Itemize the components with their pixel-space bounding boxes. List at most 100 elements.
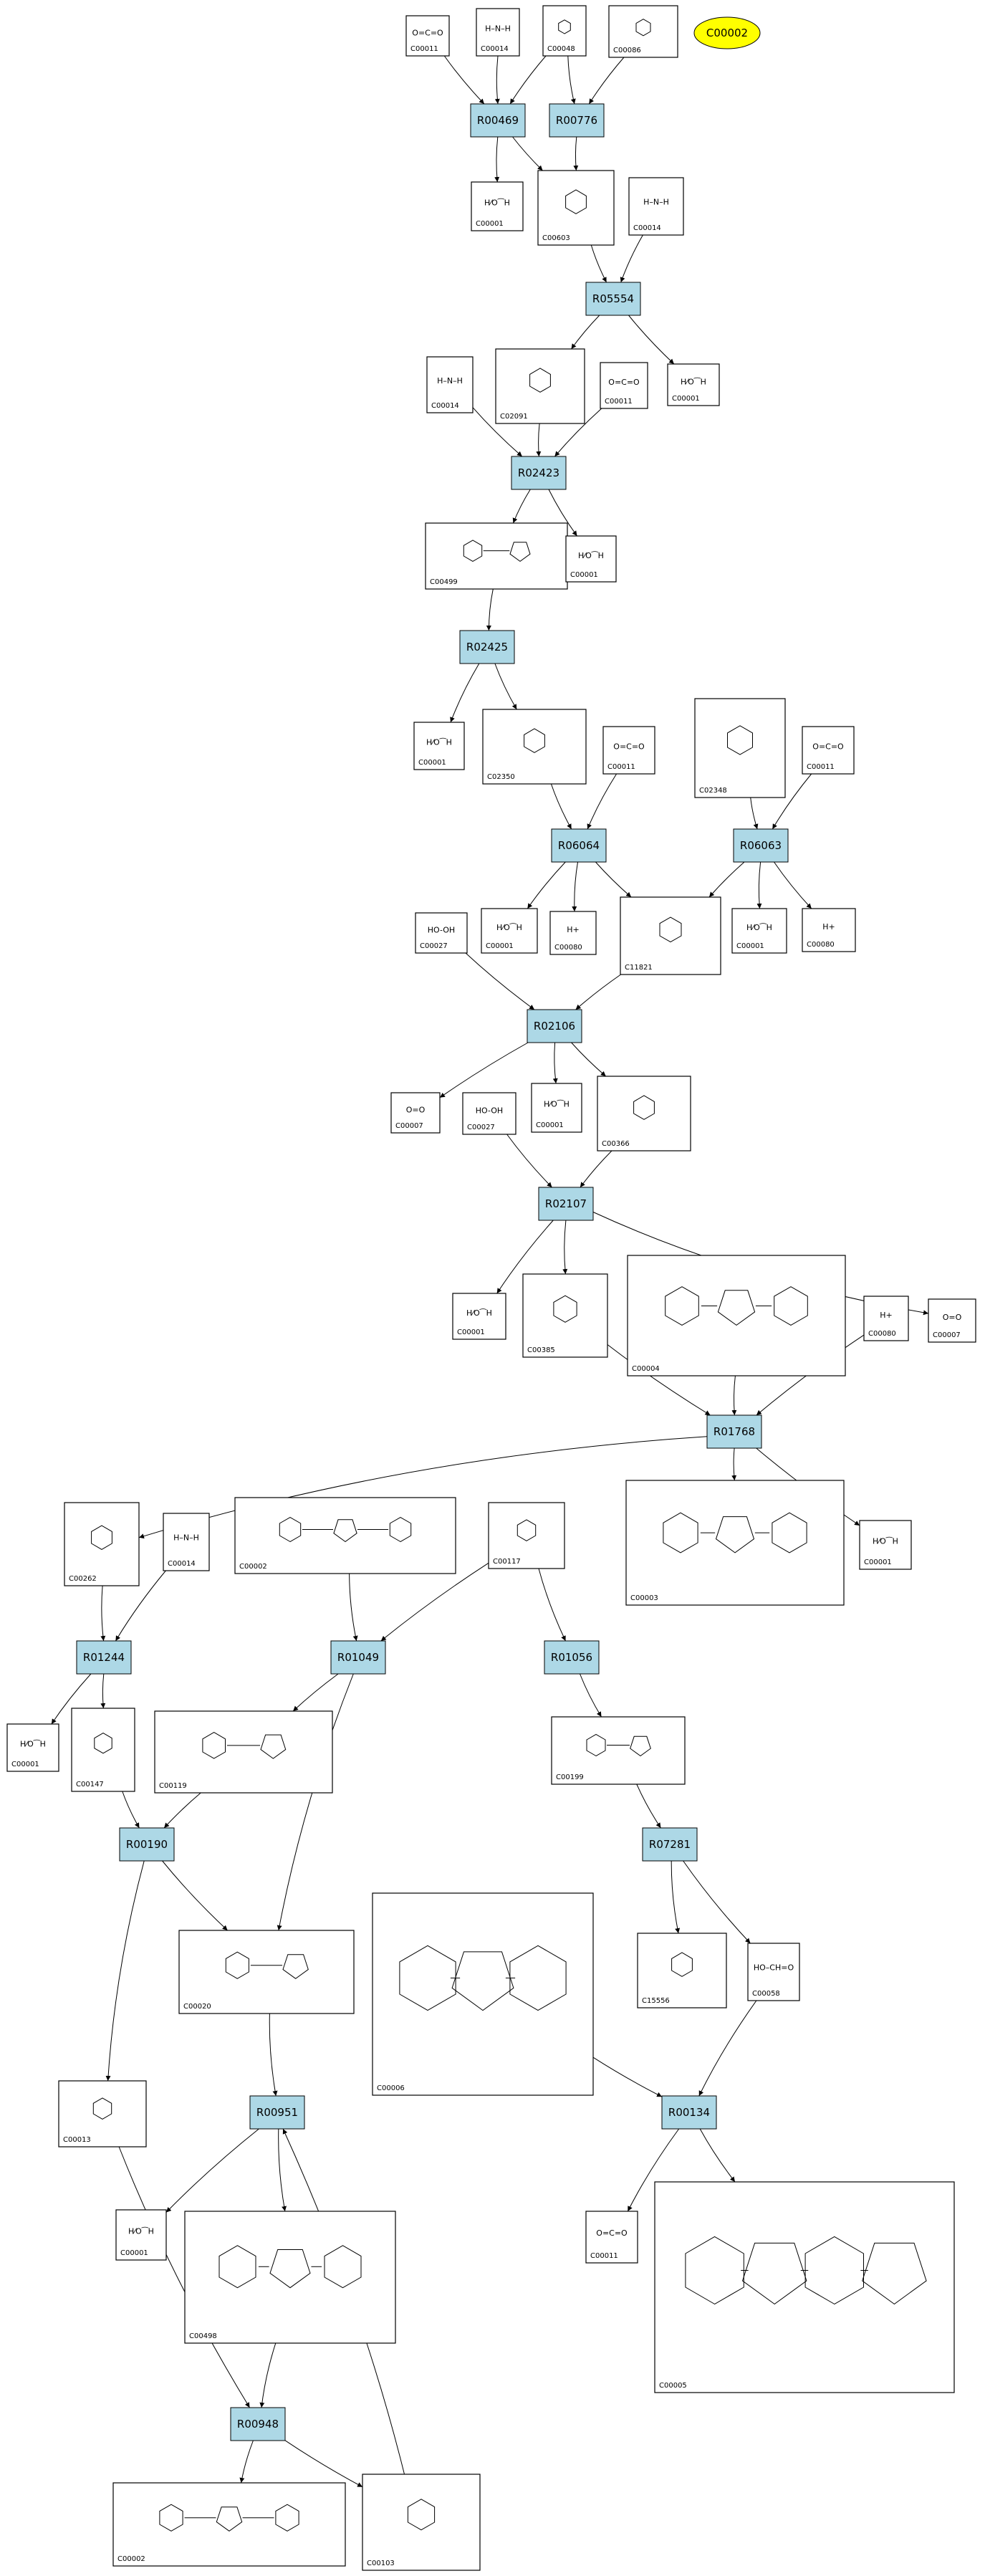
reaction-label: R00776 <box>556 114 597 127</box>
compound-box <box>602 726 655 775</box>
reaction-node[interactable]: R02106 <box>527 1009 582 1043</box>
compound-node[interactable]: H+C00080 <box>549 911 597 955</box>
compound-node[interactable]: C00002 <box>112 2482 346 2567</box>
compound-node[interactable]: C00117 <box>488 1502 565 1569</box>
structure-glyph: H⁄O⁀H <box>873 1537 898 1546</box>
structure-glyph: H+ <box>822 922 835 932</box>
reaction-node[interactable]: R00948 <box>230 2407 286 2441</box>
compound-node[interactable]: H+C00080 <box>863 1296 909 1341</box>
compound-box <box>415 912 468 954</box>
reaction-box <box>511 456 567 490</box>
compound-node[interactable]: C00013 <box>58 2080 147 2148</box>
legend-ellipse[interactable] <box>693 16 761 49</box>
reaction-label: R00948 <box>237 2418 279 2431</box>
compound-node[interactable]: C00385 <box>522 1273 608 1358</box>
structure-ring <box>553 1295 577 1323</box>
reaction-label: R02106 <box>534 1020 575 1033</box>
reaction-node[interactable]: R00469 <box>470 103 526 138</box>
reaction-node[interactable]: R01244 <box>76 1640 132 1675</box>
edge-arrow <box>380 1562 489 1642</box>
reaction-node[interactable]: R02423 <box>511 456 567 490</box>
reaction-node[interactable]: R02107 <box>538 1187 594 1221</box>
reaction-node[interactable]: R02425 <box>459 630 515 664</box>
structure-ring <box>727 725 753 755</box>
reaction-node[interactable]: R01049 <box>330 1640 386 1675</box>
compound-node[interactable]: C00498 <box>184 2211 396 2344</box>
reaction-node[interactable]: R01768 <box>706 1414 762 1449</box>
reaction-node[interactable]: R07281 <box>642 1827 698 1862</box>
compound-node[interactable]: C02348 <box>694 698 786 798</box>
reaction-node[interactable]: R00134 <box>661 2095 717 2130</box>
edge-arrow <box>587 773 618 830</box>
compound-node[interactable]: C00004 <box>627 1255 846 1376</box>
compound-node[interactable]: C00103 <box>362 2474 481 2571</box>
compound-node[interactable]: C00262 <box>64 1502 140 1586</box>
compound-node[interactable]: C00603 <box>537 170 615 246</box>
compound-node[interactable]: C00366 <box>597 1076 691 1151</box>
structure-glyph: O=C=O <box>608 378 640 387</box>
reaction-box <box>527 1009 582 1043</box>
compound-node[interactable]: C00048 <box>542 5 587 57</box>
structure-glyph: H⁄O⁀H <box>484 198 510 208</box>
compound-node[interactable]: C00086 <box>608 5 678 58</box>
structure-ring <box>741 2242 807 2305</box>
compound-node[interactable]: C00005 <box>654 2181 955 2393</box>
reaction-node[interactable]: R00951 <box>249 2095 305 2130</box>
compound-node[interactable]: C00002 <box>234 1497 456 1574</box>
compound-node[interactable]: H+C00080 <box>802 908 856 952</box>
compound-box <box>627 1255 846 1376</box>
reaction-node[interactable]: R06063 <box>733 828 789 863</box>
compound-node[interactable]: C00119 <box>154 1710 333 1794</box>
compound-node[interactable]: C15556 <box>637 1933 727 2008</box>
reaction-node[interactable]: R05554 <box>585 282 641 316</box>
structure-ring <box>565 189 587 214</box>
edge-arrow <box>494 136 500 183</box>
compound-node[interactable]: C00006 <box>372 1892 594 2096</box>
reaction-node[interactable]: R00776 <box>549 103 605 138</box>
compound-node[interactable]: C02091 <box>495 348 585 424</box>
reaction-node[interactable]: R06064 <box>551 828 607 863</box>
structure-ring <box>92 2097 112 2120</box>
compound-node[interactable]: C00147 <box>71 1708 135 1792</box>
compound-box <box>597 1076 691 1151</box>
compound-box <box>482 709 587 785</box>
reaction-node[interactable]: R01056 <box>544 1640 600 1675</box>
compound-node[interactable]: C11821 <box>620 896 721 975</box>
compound-node[interactable]: C02350 <box>482 709 587 785</box>
compound-node[interactable]: C00020 <box>178 1930 355 2014</box>
structure-ring <box>399 1945 456 2011</box>
compound-node[interactable]: C00199 <box>551 1716 686 1785</box>
reaction-node[interactable]: R00190 <box>119 1827 175 1862</box>
compound-node[interactable]: C00003 <box>625 1480 845 1606</box>
compound-node[interactable]: C00499 <box>425 522 568 590</box>
structure-ring <box>389 1517 412 1543</box>
edge-arrow <box>548 489 577 537</box>
compound-box <box>637 1933 727 2008</box>
compound-box <box>6 1723 59 1772</box>
